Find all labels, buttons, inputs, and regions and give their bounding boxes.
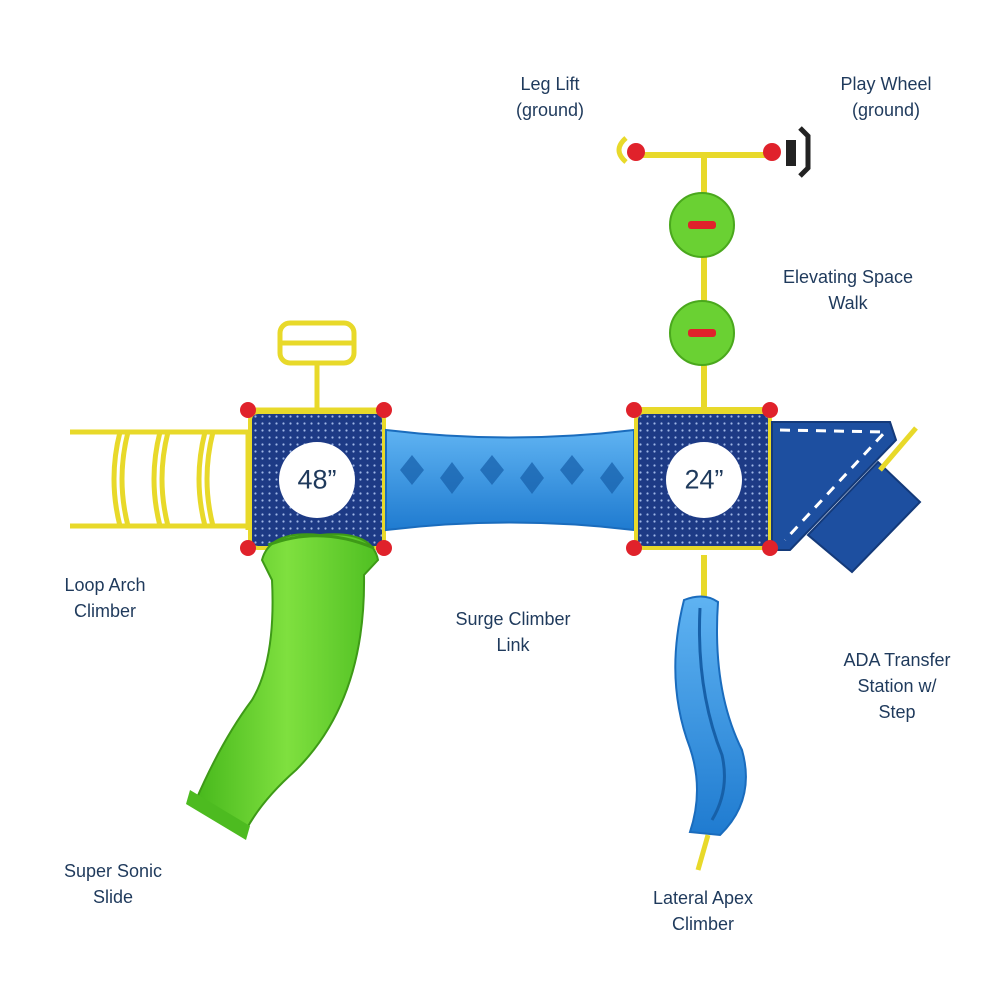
label-loop-arch: Loop Arch Climber [64,572,145,624]
label-ada-transfer: ADA Transfer Station w/ Step [843,647,950,725]
leg-lift-element [616,136,645,164]
label-line: Surge Climber [455,609,571,629]
label-surge-link: Surge Climber Link [455,606,570,658]
label-leg-lift: Leg Lift (ground) [516,71,584,123]
loop-arch-climber [70,429,251,530]
space-walk-discs [669,192,735,366]
super-sonic-slide [186,533,380,840]
label-line: (ground) [515,100,585,120]
label-line: Loop Arch [64,575,146,595]
label-line: Walk [828,293,868,313]
label-line: Station w/ [857,676,937,696]
label-line: Slide [92,887,134,907]
label-line: Play Wheel [840,74,932,94]
label-line: Lateral Apex [652,888,754,908]
label-line: Link [496,635,530,655]
deck-right [634,410,772,550]
left-deck-rail [250,320,384,413]
label-space-walk: Elevating Space Walk [783,264,913,316]
deck-left-height: 48” [297,464,337,495]
label-sonic-slide: Super Sonic Slide [64,858,162,910]
lateral-apex-climber [674,595,747,871]
label-apex-climber: Lateral Apex Climber [653,885,753,937]
play-wheel-element [763,126,811,178]
surge-climber-link [385,428,635,532]
label-line: (ground) [851,100,921,120]
label-line: Step [878,702,916,722]
label-line: Elevating Space [782,267,914,287]
deck-right-height: 24” [684,464,724,495]
deck-left [248,410,386,550]
deck-clamps [240,402,778,556]
label-play-wheel: Play Wheel (ground) [840,71,931,123]
label-line: ADA Transfer [843,650,951,670]
label-line: Climber [671,914,735,934]
ada-transfer-station [771,421,922,574]
label-line: Climber [73,601,136,621]
label-line: Super Sonic [63,861,163,881]
label-line: Leg Lift [520,74,580,94]
